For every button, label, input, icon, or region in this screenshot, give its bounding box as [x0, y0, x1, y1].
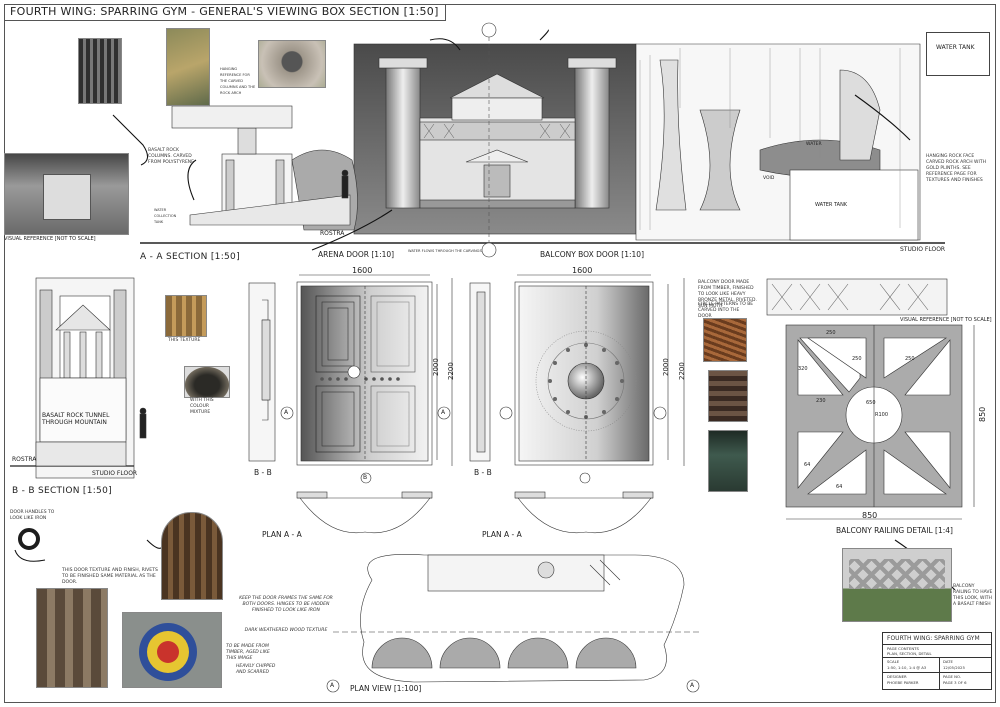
door-frames-note: KEEP THE DOOR FRAMES THE SAME FOR BOTH D…	[239, 596, 333, 613]
basalt-columns-photo	[78, 38, 122, 104]
chipped-note: HEAVILY CHIPPED AND SCARRED	[236, 664, 276, 675]
door-texture-note: THIS DOOR TEXTURE AND FINISH, RIVETS TO …	[62, 568, 158, 585]
rock-colour-photo	[184, 366, 230, 398]
section-a-drawing	[140, 22, 945, 258]
railing-dim-250-a: 250	[826, 330, 836, 336]
section-b-title: B - B SECTION [1:50]	[12, 486, 112, 496]
railing-radius-100: R100	[875, 412, 889, 418]
wood-sample-photo	[703, 318, 747, 362]
arena-door-drawing	[248, 274, 453, 534]
title-block: FOURTH WING: SPARRING GYM PAGE CONTENTS …	[882, 632, 992, 690]
arena-marker-a-left: A	[284, 409, 289, 416]
balcony-inner-height-dim: 2000	[662, 358, 670, 376]
rock-bowl-photo	[258, 40, 326, 88]
tb-contents-label: PAGE CONTENTS	[887, 646, 919, 651]
tb-designer-label: DESIGNER	[887, 674, 907, 679]
plan-view-drawing	[326, 554, 700, 693]
weathered-target-photo	[122, 612, 222, 688]
teal-door-photo	[708, 430, 748, 492]
railing-look-note: BALCONY RAILING TO HAVE THIS LOOK, WITH …	[953, 584, 993, 607]
basalt-note: BASALT ROCK COLUMNS. CARVED FROM POLYSTY…	[148, 148, 195, 165]
arena-door-title: ARENA DOOR [1:10]	[318, 250, 395, 259]
arena-plan-label: PLAN A - A	[262, 530, 302, 539]
dark-wood-note: DARK WEATHERED WOOD TEXTURE	[244, 628, 328, 633]
tb-page: PAGE 3 OF 6	[943, 680, 967, 685]
hanging-rock-note: HANGING ROCK FACE CARVED ROCK ARCH WITH …	[926, 154, 986, 183]
tb-date-label: DATE	[943, 659, 953, 664]
section-b-rostra: ROSTRA	[12, 456, 37, 463]
water-flows-note: WATER FLOWS THROUGH THE CARVINGS	[408, 249, 482, 253]
section-a-studio-floor: STUDIO FLOOR	[900, 246, 946, 253]
iron-ring-handle-icon	[18, 528, 40, 550]
section-a-title: A - A SECTION [1:50]	[140, 252, 240, 262]
balcony-width-dim: 1600	[572, 266, 593, 275]
section-b-studio-floor: STUDIO FLOOR	[92, 470, 138, 477]
tb-project: FOURTH WING: SPARRING GYM	[887, 635, 980, 642]
balcony-door-title: BALCONY BOX DOOR [1:10]	[540, 250, 645, 259]
railing-angle-64-b: 64	[836, 484, 843, 490]
temple-texture-photo	[165, 295, 207, 337]
colour-mixture-note: WITH THIS COLOUR MIXTURE	[190, 398, 214, 415]
railing-dim-320: 320	[798, 366, 808, 372]
water-tank-label: WATER TANK	[815, 202, 848, 208]
arena-marker-b: B	[363, 474, 368, 481]
tb-date: 12/05/2025	[943, 665, 965, 670]
railing-dim-250-b: 250	[852, 356, 862, 362]
balcony-door-note: BALCONY DOOR MADE FROM TIMBER, FINISHED …	[698, 280, 757, 309]
void-label: VOID	[763, 176, 775, 181]
tb-scale-label: SCALE	[887, 659, 900, 664]
plan-marker-left: A	[330, 682, 335, 689]
water-tank-box	[926, 32, 990, 76]
carved-stone-photo	[166, 28, 210, 106]
plan-marker-right: A	[690, 682, 695, 689]
sheet-title: FOURTH WING: SPARRING GYM - GENERAL'S VI…	[4, 4, 446, 21]
railing-angle-64-a: 64	[804, 462, 811, 468]
railing-detail-drawing	[766, 278, 975, 520]
carved-door-photo	[708, 370, 748, 422]
balcony-outer-height-dim: 2200	[678, 362, 686, 380]
railing-width-dim: 850	[862, 511, 878, 520]
arena-bb-label: B - B	[254, 468, 272, 477]
railing-dim-250-c: 250	[905, 356, 915, 362]
railing-dim-230: 230	[816, 398, 826, 404]
railing-visual-ref: VISUAL REFERENCE [NOT TO SCALE]	[900, 317, 992, 323]
plan-view-title: PLAN VIEW [1:100]	[350, 684, 422, 693]
circle-pattern-note: CIRCLE PATTERNS TO BE CARVED INTO THE DO…	[698, 302, 754, 319]
tb-designer: PHOEBE PARKER	[887, 680, 919, 685]
arena-inner-height-dim: 2000	[432, 358, 440, 376]
tunnel-label: BASALT ROCK TUNNEL THROUGH MOUNTAIN	[42, 412, 110, 426]
arena-outer-height-dim: 2200	[447, 362, 455, 380]
tb-page-label: PAGE NO.	[943, 674, 962, 679]
water-tank-box-label: WATER TANK	[936, 44, 975, 51]
balcony-door-drawing	[469, 274, 685, 534]
stone-railing-photo	[842, 548, 952, 622]
hanging-ref-note: HANGING REFERENCE FOR THE CARVED COLUMNS…	[220, 67, 256, 95]
arena-width-dim: 1600	[352, 266, 373, 275]
section-a-rostra: ROSTRA	[320, 230, 345, 237]
arena-marker-a-right: A	[441, 409, 446, 416]
door-texture-photo	[36, 588, 108, 688]
handles-note: DOOR HANDLES TO LOOK LIKE IRON	[10, 510, 55, 521]
this-texture-note: THIS TEXTURE	[168, 338, 201, 343]
tb-contents: PLAN, SECTION, DETAIL	[887, 651, 932, 656]
drawing-sheet	[4, 4, 996, 703]
timber-note: TO BE MADE FROM TIMBER, AGED LIKE THIS I…	[226, 644, 270, 661]
balcony-bb-label: B - B	[474, 468, 492, 477]
tb-scale: 1:50, 1:10, 1:4 @ A3	[887, 665, 927, 670]
water-collection-note: WATER COLLECTION TANK	[154, 208, 177, 224]
railing-height-dim: 850	[978, 406, 987, 422]
wooden-door-photo	[161, 512, 223, 600]
railing-title: BALCONY RAILING DETAIL [1:4]	[836, 526, 953, 535]
model-reference-photo	[4, 153, 129, 235]
water-label: WATER	[806, 142, 822, 147]
balcony-plan-label: PLAN A - A	[482, 530, 522, 539]
visual-ref-label: VISUAL REFERENCE [NOT TO SCALE]	[4, 236, 96, 242]
section-b-drawing	[10, 277, 147, 479]
railing-dim-650: 650	[866, 400, 876, 406]
